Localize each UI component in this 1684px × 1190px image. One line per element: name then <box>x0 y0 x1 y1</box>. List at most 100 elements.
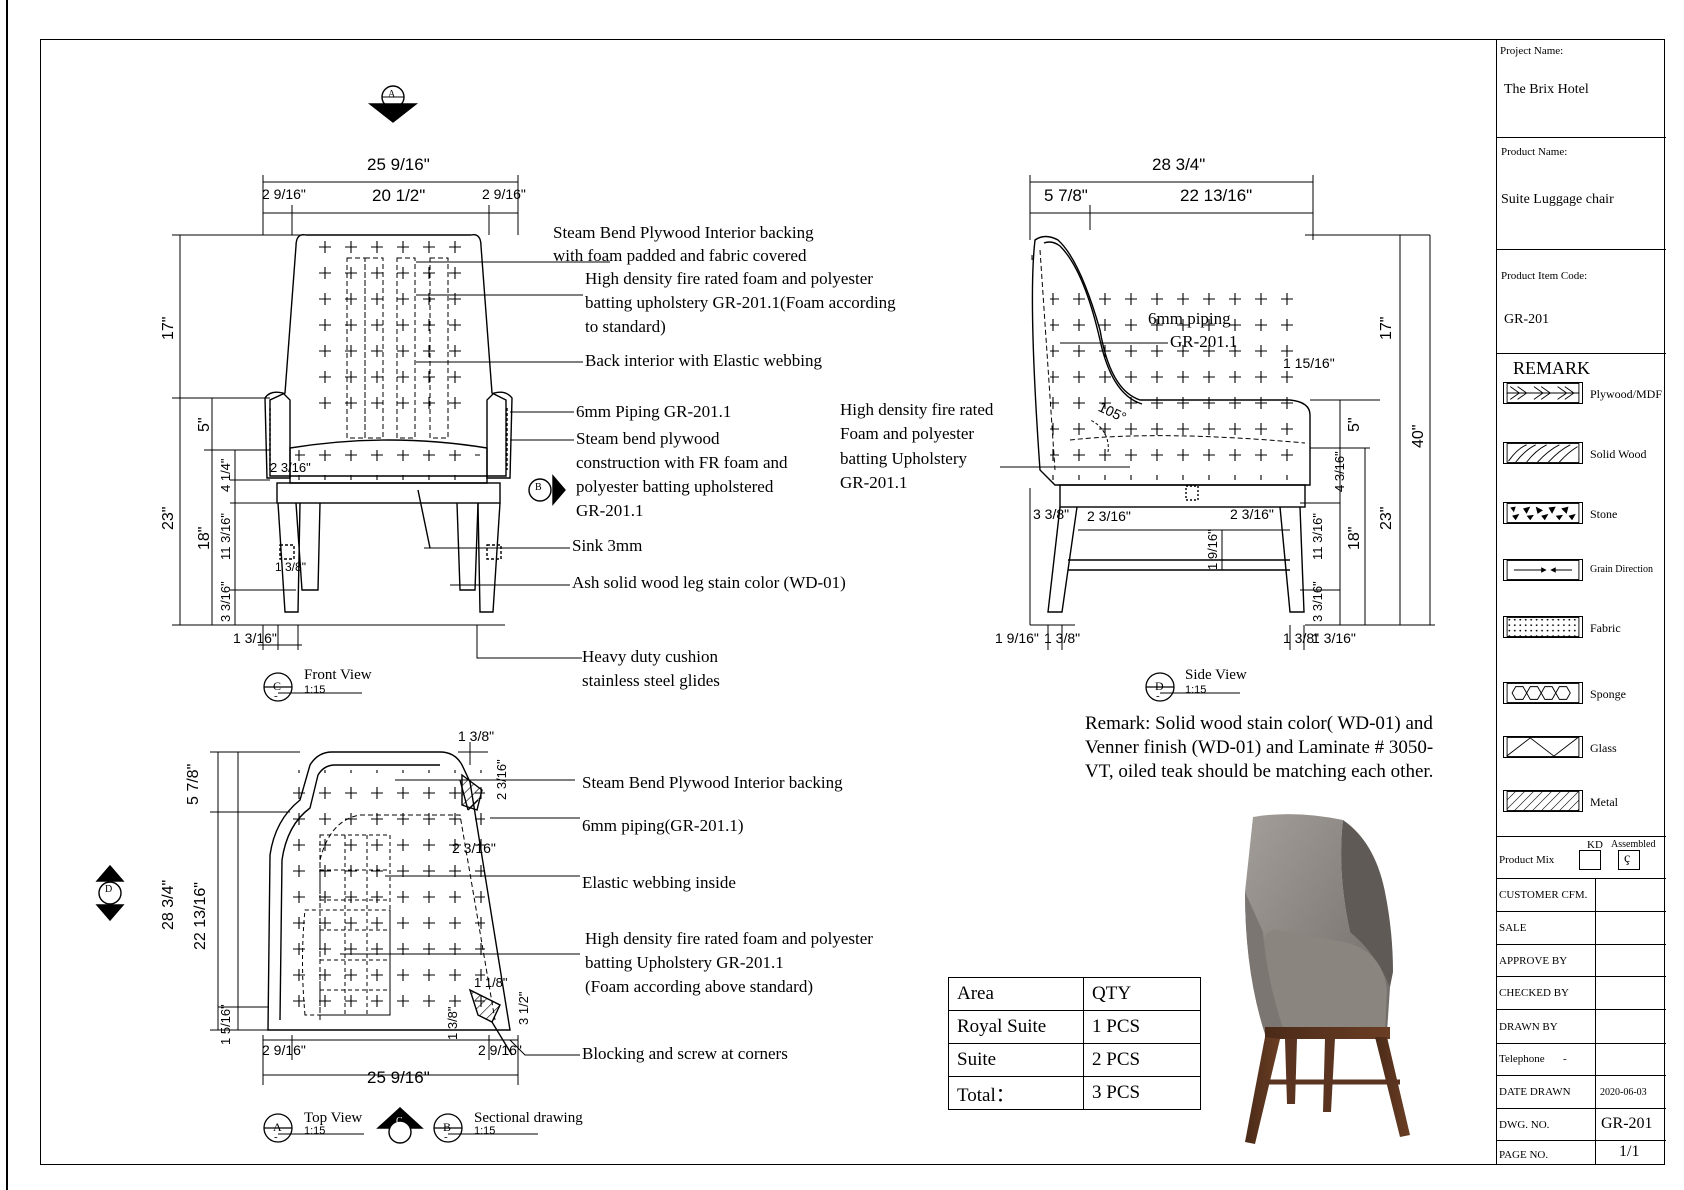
section-marker-a-top <box>367 85 419 123</box>
drawn-label: DRAWN BY <box>1499 1021 1558 1033</box>
side-d1: 4 3/16" <box>1332 451 1347 492</box>
side-foot-right-2: 1 3/16" <box>1312 630 1356 646</box>
legend-solid-wood: Solid Wood <box>1503 442 1663 472</box>
date-drawn-label: DATE DRAWN <box>1499 1086 1571 1098</box>
top-left-dim: 2 9/16" <box>262 1042 306 1058</box>
front-note-8: Steam bend plywood <box>576 429 720 448</box>
drawn-row: DRAWN BY <box>1497 1010 1666 1044</box>
product-mix-cell: Product Mix KD Assembled ç <box>1497 837 1666 879</box>
side-stretcher-right-dim: 2 3/16" <box>1230 506 1274 522</box>
plywood-swatch <box>1503 382 1583 404</box>
side-stretcher-dim: 2 3/16" <box>1087 508 1131 524</box>
front-view-symbol: C <box>273 679 282 693</box>
legend-plywood: Plywood/MDF <box>1503 382 1663 412</box>
legend-stone: Stone <box>1503 502 1663 532</box>
table-row: Suite 2 PCS <box>948 1043 1201 1077</box>
assembled-checkbox[interactable]: ç <box>1618 850 1640 870</box>
qty-header-qty: QTY <box>1083 977 1201 1011</box>
kd-checkbox[interactable] <box>1579 850 1601 870</box>
side-note-4: Foam and polyester <box>840 424 975 443</box>
grain-direction-swatch <box>1503 559 1583 581</box>
front-note-10: polyester batting upholstered <box>576 477 774 496</box>
top-view-scale: 1:15 <box>304 1125 326 1137</box>
checked-row: CHECKED BY <box>1497 977 1666 1010</box>
top-c1-dim: 1 1/8" <box>474 975 508 990</box>
front-right-dim: 2 9/16" <box>482 186 526 202</box>
side-d3: 11 3/16" <box>1310 512 1325 560</box>
front-note-15: stainless steel glides <box>582 671 720 690</box>
qty-area-cell: Suite <box>948 1043 1084 1077</box>
approve-label: APPROVE BY <box>1499 955 1568 967</box>
front-view-leaders <box>416 261 610 659</box>
qty-value-cell: 2 PCS <box>1083 1043 1201 1077</box>
front-view-drawing <box>264 234 513 613</box>
table-row: Royal Suite 1 PCS <box>948 1010 1201 1044</box>
legend-glass: Glass <box>1503 736 1663 766</box>
side-piping-top: 1 15/16" <box>1283 355 1335 371</box>
side-view-leaders <box>1000 255 1168 468</box>
title-block: Project Name: The Brix Hotel Product Nam… <box>1496 39 1666 1165</box>
legend-grain: Grain Direction <box>1503 559 1663 589</box>
front-view-dimensions <box>172 175 519 650</box>
front-note-6: Back interior with Elastic webbing <box>585 351 822 370</box>
telephone-label: Telephone <box>1499 1053 1545 1065</box>
front-note-3: High density fire rated foam and polyest… <box>585 269 873 288</box>
product-code-label: Product Item Code: <box>1501 270 1588 282</box>
top-view-drawing <box>267 751 513 1056</box>
top-a-dim: 1 3/8" <box>458 728 495 744</box>
checked-label: CHECKED BY <box>1499 987 1569 999</box>
top-note-1: Steam Bend Plywood Interior backing <box>582 773 843 792</box>
page-no-value: 1/1 <box>1619 1143 1640 1160</box>
top-right-dim: 2 9/16" <box>478 1042 522 1058</box>
kd-label: KD <box>1587 839 1603 851</box>
project-name-label: Project Name: <box>1500 45 1564 57</box>
qty-table: Area QTY Royal Suite 1 PCS Suite 2 PCS T… <box>948 977 1201 1110</box>
side-foot-left-2: 1 3/8" <box>1044 630 1081 646</box>
legend-label: Metal <box>1590 795 1618 809</box>
side-note-5: batting Upholstery <box>840 449 968 468</box>
legend-label: Solid Wood <box>1590 447 1647 461</box>
remark-text: Remark: Solid wood stain color( WD-01) a… <box>1085 713 1434 782</box>
legend-label: Grain Direction <box>1590 564 1654 575</box>
side-note-3: High density fire rated <box>840 400 994 419</box>
front-arm-depth: 2 3/16" <box>270 460 311 475</box>
top-view-caption: Top View <box>304 1110 363 1126</box>
remark-heading: REMARK <box>1513 358 1591 378</box>
side-note-6: GR-201.1 <box>840 473 908 492</box>
qty-area-cell: Royal Suite <box>948 1010 1084 1044</box>
customer-cfm-label: CUSTOMER CFM. <box>1499 889 1588 901</box>
metal-swatch <box>1503 790 1583 812</box>
side-front-dim: 3 3/8" <box>1033 506 1070 522</box>
side-d4: 3 3/16" <box>1310 581 1325 622</box>
top-bottom-dim: 1 5/16" <box>218 1004 233 1045</box>
front-overall-width: 25 9/16" <box>367 155 430 174</box>
section-marker-c-bottom <box>376 1107 424 1144</box>
top-c2-dim: 3 1/2" <box>516 991 531 1025</box>
front-note-1: Steam Bend Plywood Interior backing <box>553 223 814 242</box>
front-note-13: Ash solid wood leg stain color (WD-01) <box>572 573 846 592</box>
front-foot-a: 1 3/16" <box>233 630 277 646</box>
legend-label: Glass <box>1590 741 1617 755</box>
chair-product-image <box>1245 814 1410 1144</box>
product-mix-label: Product Mix <box>1499 854 1555 866</box>
sheet-edge-mark <box>6 0 8 1190</box>
front-note-12: Sink 3mm <box>572 536 643 555</box>
date-drawn-row: DATE DRAWN 2020-06-03 <box>1497 1076 1666 1109</box>
front-note-11: GR-201.1 <box>576 501 644 520</box>
front-note-14: Heavy duty cushion <box>582 647 718 666</box>
side-foot-right: 1 3/8" <box>1283 630 1320 646</box>
page-no-label: PAGE NO. <box>1499 1149 1549 1161</box>
qty-value-cell: 1 PCS <box>1083 1010 1201 1044</box>
top-b-dim: 2 3/16" <box>494 759 509 800</box>
top-note-7: Blocking and screw at corners <box>582 1044 788 1063</box>
side-back-height: 17" <box>1378 316 1395 340</box>
side-view-dimensions <box>1029 175 1435 650</box>
qty-header-row: Area QTY <box>948 977 1201 1011</box>
telephone-value: - <box>1563 1053 1567 1065</box>
drawing-frame <box>40 39 1665 1165</box>
assembled-label: Assembled <box>1611 839 1656 850</box>
front-center-dim: 20 1/2" <box>372 186 426 205</box>
solid-wood-swatch <box>1503 442 1583 464</box>
sale-label: SALE <box>1499 922 1527 934</box>
side-seat-height: 23" <box>1378 506 1395 530</box>
